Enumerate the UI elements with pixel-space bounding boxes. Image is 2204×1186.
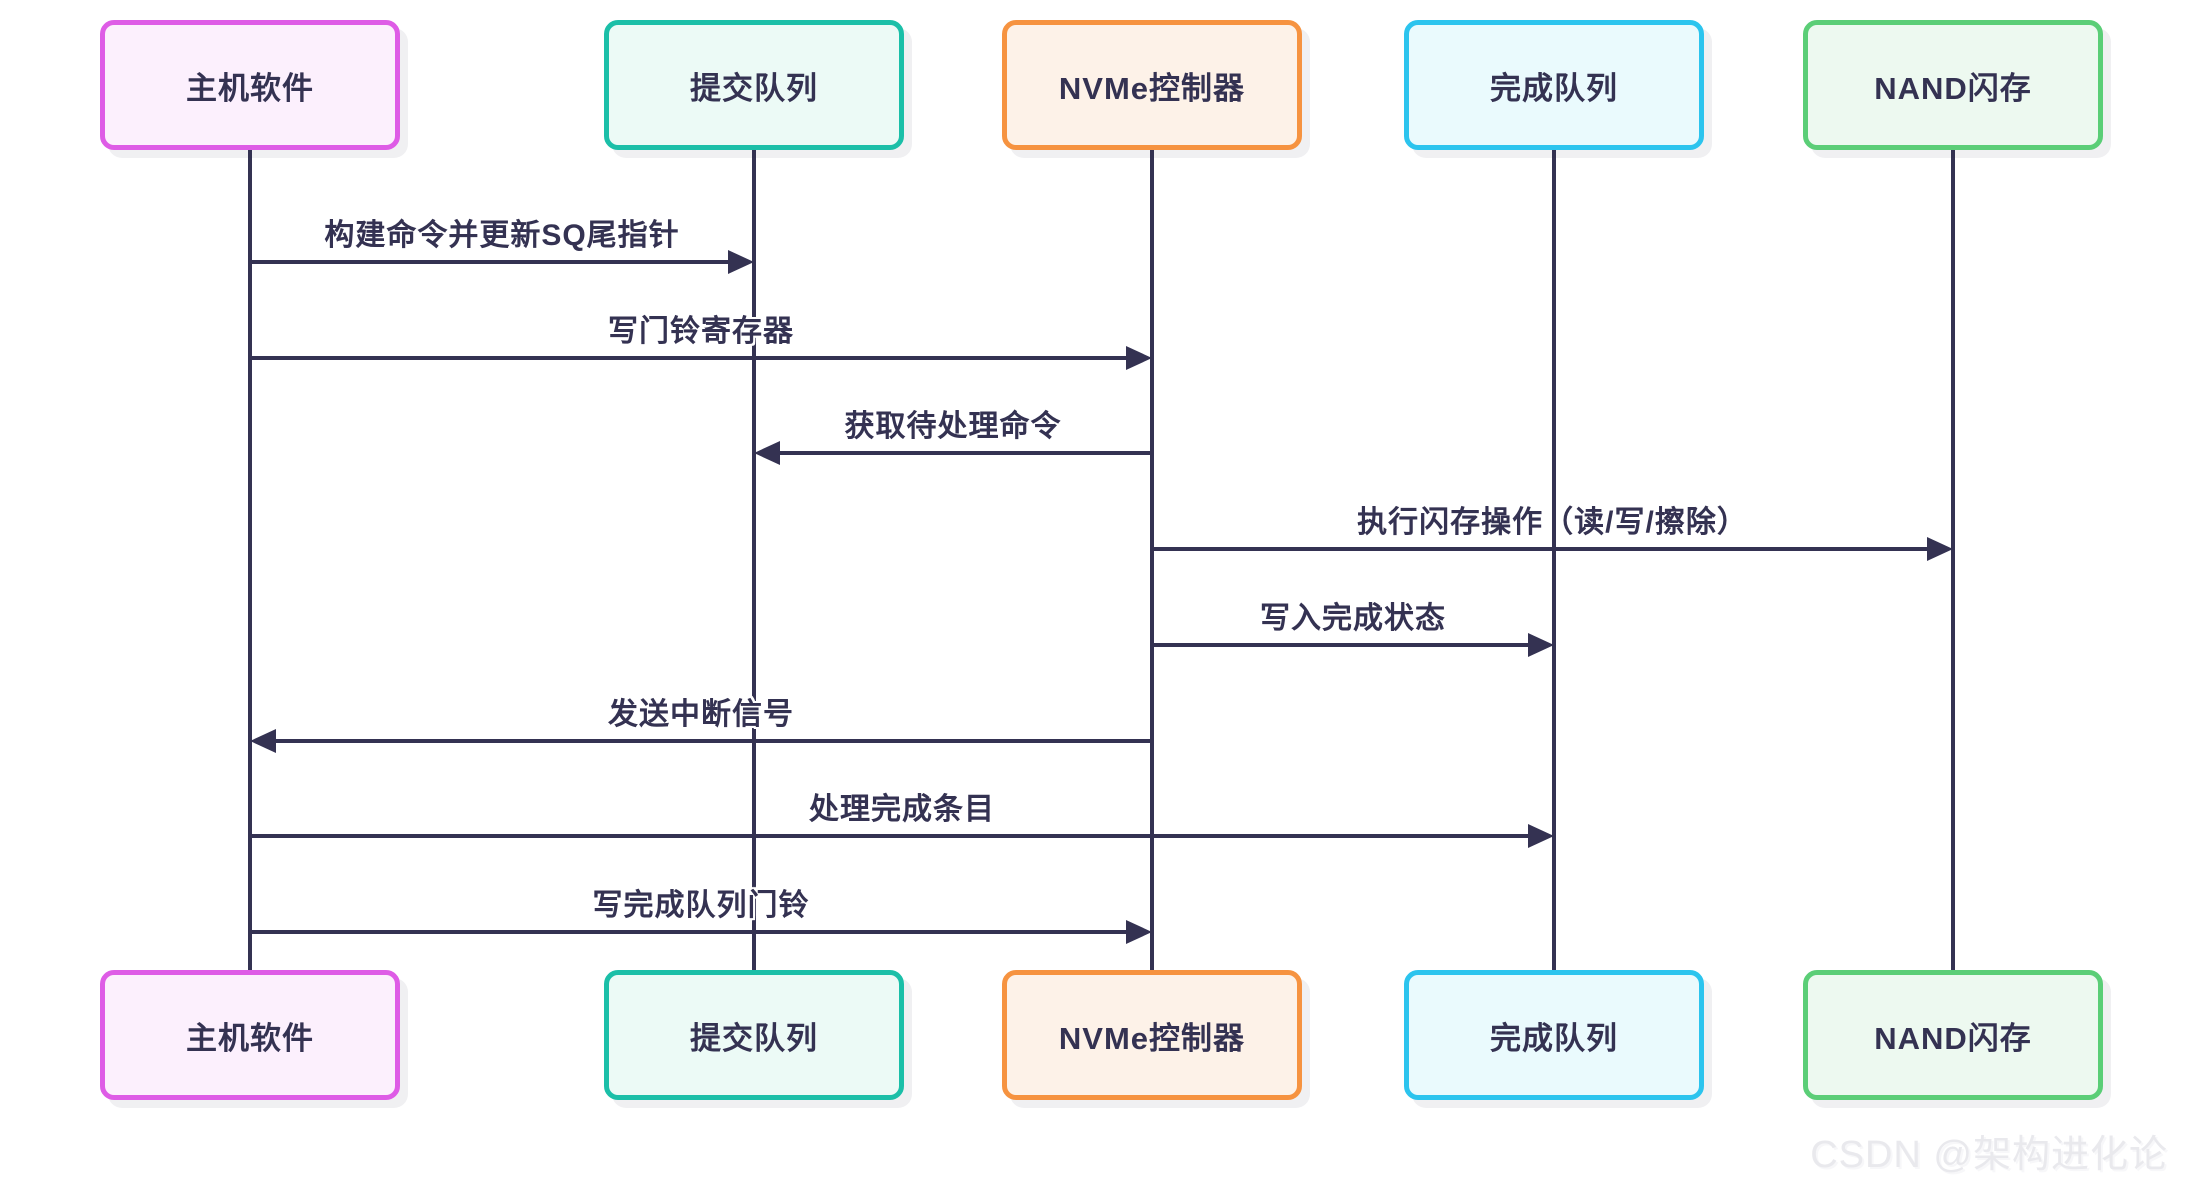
message-line-5 — [1152, 643, 1530, 647]
message-label-3: 获取待处理命令 — [844, 410, 1062, 443]
actor-label: 主机软件 — [186, 70, 314, 106]
lifeline-sq — [752, 148, 756, 972]
actor-nand-bottom: NAND闪存 — [1803, 970, 2103, 1100]
message-arrowhead-6 — [250, 729, 276, 753]
message-line-6 — [274, 739, 1152, 743]
message-line-2 — [250, 356, 1128, 360]
actor-label: 提交队列 — [690, 70, 818, 106]
actor-label: 完成队列 — [1490, 1020, 1618, 1056]
message-arrowhead-2 — [1126, 346, 1152, 370]
actor-cq-bottom: 完成队列 — [1404, 970, 1704, 1100]
message-label-2: 写门铃寄存器 — [608, 315, 794, 348]
actor-nvme-bottom: NVMe控制器 — [1002, 970, 1302, 1100]
lifeline-host — [248, 148, 252, 972]
message-line-3 — [778, 451, 1152, 455]
message-arrowhead-3 — [754, 441, 780, 465]
message-label-8: 写完成队列门铃 — [592, 889, 810, 922]
actor-label: 主机软件 — [186, 1020, 314, 1056]
actor-nvme-top: NVMe控制器 — [1002, 20, 1302, 150]
message-label-6: 发送中断信号 — [608, 698, 794, 731]
message-line-7 — [250, 834, 1530, 838]
message-label-1: 构建命令并更新SQ尾指针 — [324, 219, 680, 252]
watermark: CSDN @架构进化论 — [1810, 1134, 2168, 1176]
message-label-7: 处理完成条目 — [809, 793, 995, 826]
actor-cq-top: 完成队列 — [1404, 20, 1704, 150]
lifeline-nvme — [1150, 148, 1154, 972]
actor-sq-top: 提交队列 — [604, 20, 904, 150]
message-line-8 — [250, 930, 1128, 934]
message-label-4: 执行闪存操作（读/写/擦除） — [1357, 506, 1748, 539]
actor-sq-bottom: 提交队列 — [604, 970, 904, 1100]
message-arrowhead-4 — [1927, 537, 1953, 561]
message-label-5: 写入完成状态 — [1260, 602, 1446, 635]
actor-label: 提交队列 — [690, 1020, 818, 1056]
message-line-4 — [1152, 547, 1929, 551]
actor-label: NAND闪存 — [1874, 1020, 2032, 1056]
message-arrowhead-1 — [728, 250, 754, 274]
message-arrowhead-7 — [1528, 824, 1554, 848]
actor-host-bottom: 主机软件 — [100, 970, 400, 1100]
actor-label: NVMe控制器 — [1058, 70, 1246, 106]
message-arrowhead-8 — [1126, 920, 1152, 944]
actor-label: NVMe控制器 — [1058, 1020, 1246, 1056]
message-line-1 — [250, 260, 730, 264]
actor-nand-top: NAND闪存 — [1803, 20, 2103, 150]
lifeline-nand — [1951, 148, 1955, 972]
actor-host-top: 主机软件 — [100, 20, 400, 150]
lifeline-cq — [1552, 148, 1556, 972]
actor-label: 完成队列 — [1490, 70, 1618, 106]
message-arrowhead-5 — [1528, 633, 1554, 657]
actor-label: NAND闪存 — [1874, 70, 2032, 106]
